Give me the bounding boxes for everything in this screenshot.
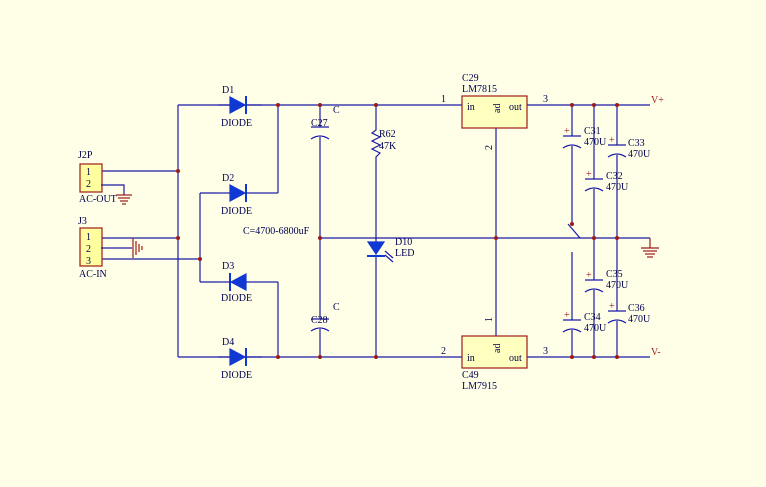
r62-ref: R62: [379, 129, 396, 140]
ground-icon: [641, 238, 659, 258]
capacitor-c35: + C35 470U: [584, 269, 629, 293]
wires: [101, 104, 650, 358]
c27-ref: C27: [311, 118, 328, 129]
c32-polarity: +: [586, 169, 592, 180]
regulator-bottom-pin-out: out: [509, 353, 522, 364]
regulator-top-num-in: 1: [441, 94, 446, 105]
c34-value: 470U: [584, 323, 607, 334]
rail-positive-label: V+: [651, 95, 664, 106]
c31-value: 470U: [584, 137, 607, 148]
d10-value: LED: [395, 248, 414, 259]
j2p-value: AC-OUT: [79, 194, 117, 205]
j2p-ref: J2P: [78, 150, 93, 161]
d2-value: DIODE: [221, 206, 252, 217]
d1-ref: D1: [222, 85, 234, 96]
c36-value: 470U: [628, 314, 651, 325]
diode-d1: D1 DIODE: [221, 85, 252, 129]
d1-value: DIODE: [221, 118, 252, 129]
j3-pin-3: 3: [86, 256, 91, 267]
c28-ref: C28: [311, 315, 328, 326]
regulator-top-pin-in: in: [467, 102, 475, 113]
j3-value: AC-IN: [79, 269, 107, 280]
d2-ref: D2: [222, 173, 234, 184]
d4-ref: D4: [222, 337, 234, 348]
connector-j3: J3 1 2 3 AC-IN: [78, 216, 132, 280]
c28-value: C: [333, 302, 340, 313]
d4-value: DIODE: [221, 370, 252, 381]
j2p-pin-1: 1: [86, 167, 91, 178]
j3-pin-2: 2: [86, 244, 91, 255]
c32-value: 470U: [606, 182, 629, 193]
c33-ref: C33: [628, 138, 645, 149]
regulator-bottom-pin-in: in: [467, 353, 475, 364]
rail-negative-label: V-: [651, 347, 661, 358]
resistor-r62: R62 47K: [370, 125, 397, 164]
c35-value: 470U: [606, 280, 629, 291]
regulator-bottom-ref: C49: [462, 370, 479, 381]
d3-value: DIODE: [221, 293, 252, 304]
capacitor-c27: C27 C: [310, 105, 340, 140]
capacitor-c34: + C34 470U: [562, 310, 607, 334]
c31-polarity: +: [564, 126, 570, 137]
diode-d4: D4 DIODE: [221, 337, 252, 381]
regulator-bottom-pin-adj: ad: [492, 344, 503, 353]
c34-polarity: +: [564, 310, 570, 321]
c27-value: C: [333, 105, 340, 116]
junctions: [176, 103, 619, 359]
capacitor-c36: + C36 470U: [607, 301, 651, 325]
c36-ref: C36: [628, 303, 645, 314]
c35-ref: C35: [606, 269, 623, 280]
j3-ref: J3: [78, 216, 87, 227]
regulator-bottom: C49 LM7915 in out ad 2 3 1: [441, 317, 548, 392]
regulator-top-value: LM7815: [462, 84, 497, 95]
ground-icon: [116, 194, 132, 205]
led-d10: D10 LED: [366, 237, 414, 263]
capacitance-note: C=4700-6800uF: [243, 226, 310, 237]
regulator-bottom-num-in: 2: [441, 346, 446, 357]
connector-j2p: J2P 1 2 AC-OUT: [78, 150, 125, 205]
regulator-bottom-num-adj: 1: [484, 317, 495, 322]
capacitor-c33: + C33 470U: [607, 135, 651, 160]
r62-value: 47K: [379, 141, 397, 152]
j2p-pin-2: 2: [86, 179, 91, 190]
regulator-top-ref: C29: [462, 73, 479, 84]
capacitor-c31: + C31 470U: [562, 126, 607, 149]
diode-d2: D2 DIODE: [221, 173, 252, 217]
regulator-bottom-num-out: 3: [543, 346, 548, 357]
capacitor-c32: + C32 470U: [584, 169, 629, 193]
regulator-bottom-value: LM7915: [462, 381, 497, 392]
regulator-top-num-out: 3: [543, 94, 548, 105]
c31-ref: C31: [584, 126, 601, 137]
c36-polarity: +: [609, 301, 615, 312]
capacitor-c28: C28 C: [310, 302, 340, 332]
d3-ref: D3: [222, 261, 234, 272]
c33-value: 470U: [628, 149, 651, 160]
c34-ref: C34: [584, 312, 601, 323]
c32-ref: C32: [606, 171, 623, 182]
regulator-top: C29 LM7815 in out ad 1 3 2: [441, 73, 548, 150]
d10-ref: D10: [395, 237, 412, 248]
chassis-ground-icon: [132, 238, 143, 258]
regulator-top-num-adj: 2: [484, 145, 495, 150]
c35-polarity: +: [586, 270, 592, 281]
regulator-top-pin-out: out: [509, 102, 522, 113]
j3-pin-1: 1: [86, 232, 91, 243]
regulator-top-pin-adj: ad: [492, 104, 503, 113]
c33-polarity: +: [609, 135, 615, 146]
